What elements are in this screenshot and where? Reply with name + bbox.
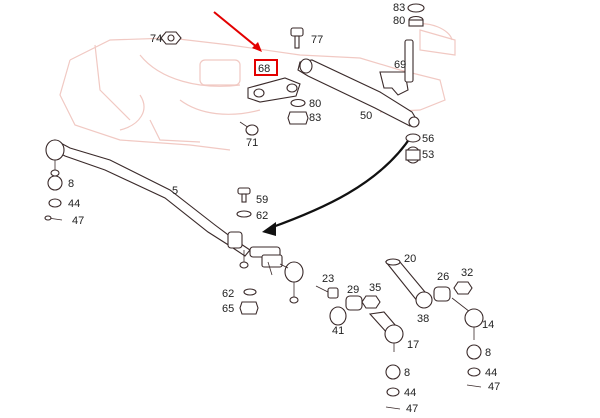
clamp-41 [329, 306, 347, 326]
nut-32 [453, 281, 473, 295]
label-32: 32 [461, 267, 473, 279]
label-8-left: 8 [68, 178, 74, 190]
clamp-29 [345, 295, 363, 311]
clamp-26 [433, 286, 451, 302]
tie-rod-end-14 [451, 297, 484, 340]
tie-rod-end-right [279, 261, 304, 304]
label-47-right: 47 [488, 381, 500, 393]
label-68: 68 [258, 63, 270, 75]
hardware-8-44-47-left [44, 175, 63, 221]
bolt-71 [239, 121, 259, 136]
label-5: 5 [172, 185, 178, 197]
hardware-8-44-47-right [466, 344, 482, 388]
label-71: 71 [246, 137, 258, 149]
bolt-23 [315, 285, 339, 299]
label-35: 35 [369, 282, 381, 294]
bracket-69 [379, 39, 414, 96]
label-17: 17 [407, 339, 419, 351]
tie-rod-end-17 [368, 311, 404, 352]
highlight-box [254, 59, 278, 76]
hardware-77 [290, 27, 304, 49]
nut-35 [361, 295, 381, 309]
label-47-center: 47 [406, 403, 418, 415]
hardware-8-44-47-center [385, 364, 401, 410]
part-number-labels: 74 77 68 83 80 69 80 83 71 50 56 53 8 44… [68, 2, 500, 415]
label-83-mid: 83 [309, 112, 321, 124]
label-14: 14 [482, 319, 494, 331]
hardware-74 [160, 31, 182, 45]
clamp-38 [415, 291, 433, 309]
label-59: 59 [256, 194, 268, 206]
label-26: 26 [437, 271, 449, 283]
label-80-top: 80 [393, 15, 405, 27]
label-29: 29 [347, 284, 359, 296]
label-38: 38 [417, 313, 429, 325]
label-77: 77 [311, 34, 323, 46]
hardware-59-62 [236, 187, 252, 218]
label-83-top: 83 [393, 2, 405, 14]
label-8-center: 8 [404, 367, 410, 379]
detail-callout-arrow [262, 134, 413, 236]
hardware-56-53 [405, 133, 421, 164]
label-44-center: 44 [404, 387, 416, 399]
label-65: 65 [222, 303, 234, 315]
label-44-left: 44 [68, 198, 80, 210]
clamp-assembly [227, 231, 283, 276]
label-69: 69 [394, 59, 406, 71]
highlight-arrow [213, 11, 262, 52]
ball-joint-left [45, 139, 65, 177]
label-80-mid: 80 [309, 98, 321, 110]
label-47-left: 47 [72, 215, 84, 227]
label-50: 50 [360, 110, 372, 122]
pitman-arm-68 [247, 77, 301, 103]
background-assembly-outline [59, 23, 456, 151]
label-20: 20 [404, 253, 416, 265]
hardware-62-65-lower [239, 288, 259, 315]
hardware-80-83-stack-top [407, 3, 425, 27]
label-56: 56 [422, 133, 434, 145]
label-62-upper: 62 [256, 210, 268, 222]
label-53: 53 [422, 149, 434, 161]
label-44-right: 44 [485, 367, 497, 379]
label-23: 23 [322, 273, 334, 285]
steering-damper-50 [297, 58, 420, 128]
label-62-lower: 62 [222, 288, 234, 300]
label-8-right: 8 [485, 347, 491, 359]
hardware-80-83-stack-mid [287, 98, 309, 125]
label-41: 41 [332, 325, 344, 337]
label-74: 74 [150, 33, 162, 45]
